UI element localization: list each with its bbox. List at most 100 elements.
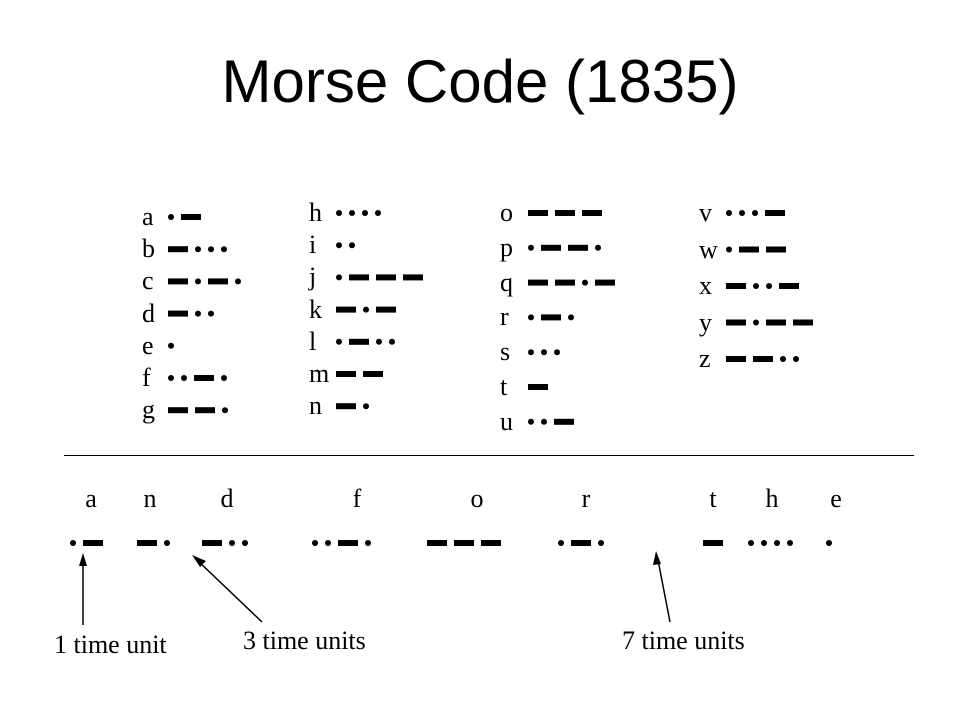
letter-label-x: x (699, 271, 712, 300)
arrowhead-one-unit (79, 553, 87, 566)
morse-h-dot (349, 210, 355, 216)
example-code-n-dot (164, 540, 170, 546)
example-letter-f: f (352, 484, 362, 513)
morse-d-dash (168, 310, 188, 317)
morse-b-dot (195, 246, 201, 253)
letter-label-e: e (142, 330, 154, 360)
example-code-a-dot (70, 540, 76, 546)
morse-z-dot (793, 356, 799, 362)
letter-label-w: w (699, 234, 718, 264)
morse-u-dot (541, 418, 547, 425)
morse-r-dot (528, 314, 534, 321)
example-code-f-dot (312, 540, 318, 546)
morse-x-dot (766, 283, 772, 289)
letter-label-p: p (500, 232, 513, 262)
morse-f-dot (221, 375, 227, 381)
morse-v-dot (739, 210, 745, 216)
letter-label-q: q (500, 267, 513, 297)
morse-l-dot (376, 338, 382, 345)
morse-t-dash (528, 384, 548, 390)
morse-x-dash (726, 283, 746, 289)
letter-label-h: h (309, 198, 322, 227)
morse-n-dash (336, 403, 356, 410)
caption-three-time-units: 3 time units (243, 626, 366, 655)
morse-m-dash (336, 371, 356, 377)
example-code-d-dot (242, 540, 248, 546)
morse-q-dot (582, 279, 588, 286)
morse-s-dot (541, 349, 547, 356)
morse-z-dash (753, 356, 773, 362)
example-code-e-dot (826, 540, 832, 546)
caption-seven-time-units: 7 time units (622, 626, 745, 655)
morse-z-dot (780, 356, 786, 362)
example-letter-t: t (709, 484, 717, 513)
morse-g-dash (168, 407, 188, 414)
letter-label-b: b (142, 234, 155, 264)
morse-x-dot (753, 283, 759, 289)
example-code-o-dash (454, 540, 474, 546)
example-code-o-dash (427, 540, 447, 546)
morse-f-dot (168, 375, 174, 381)
morse-r-dot (568, 314, 574, 321)
example-letter-h: h (765, 484, 779, 513)
morse-marks (70, 210, 832, 546)
morse-l-dot (389, 338, 395, 345)
divider-line (64, 455, 914, 456)
morse-o-dash (528, 210, 548, 216)
morse-n-dot (363, 403, 369, 410)
morse-i-dot (336, 242, 342, 249)
arrow-seven-units (657, 559, 671, 623)
morse-p-dot (595, 244, 601, 251)
morse-c-dot (195, 278, 201, 285)
morse-y-dot (753, 319, 759, 326)
morse-k-dash (336, 306, 356, 313)
morse-p-dash (541, 244, 561, 251)
example-code-h-dot (761, 540, 767, 546)
example-code-o-dash (481, 540, 501, 546)
morse-r-dash (541, 314, 561, 321)
example-letter-n: n (143, 484, 157, 513)
morse-w-dash (739, 246, 759, 253)
morse-v-dot (752, 210, 758, 216)
morse-i-dot (349, 242, 355, 249)
morse-v-dot (726, 210, 732, 216)
morse-d-dot (195, 310, 201, 317)
morse-f-dot (181, 375, 187, 381)
morse-p-dash (568, 244, 588, 251)
arrow-three-units (196, 559, 263, 623)
letter-label-m: m (309, 359, 330, 388)
letter-label-n: n (309, 391, 322, 421)
letter-label-j: j (309, 262, 317, 292)
morse-g-dash (195, 407, 215, 414)
morse-z-dash (726, 356, 746, 362)
example-letter-a: a (85, 484, 97, 513)
morse-s-dot (528, 349, 534, 356)
morse-q-dash (595, 279, 615, 286)
morse-a-dash (181, 214, 201, 220)
morse-e-dot (168, 342, 174, 349)
morse-l-dash (349, 338, 369, 345)
example-code-r-dash (571, 540, 591, 546)
morse-u-dot (528, 418, 534, 425)
morse-j-dash (349, 274, 369, 281)
morse-d-dot (208, 310, 214, 317)
morse-j-dash (376, 274, 396, 281)
letter-label-s: s (500, 337, 511, 367)
example-code-h-dot (774, 540, 780, 546)
example-code-f-dash (338, 540, 358, 546)
morse-c-dash (168, 278, 188, 285)
morse-o-dash (555, 210, 575, 216)
example-code-a-dash (83, 540, 103, 546)
morse-x-dash (779, 283, 799, 289)
morse-b-dash (168, 246, 188, 253)
letter-label-o: o (500, 198, 513, 227)
morse-k-dot (363, 306, 369, 313)
example-code-h-dot (787, 540, 793, 546)
annotation-arrows (79, 551, 671, 625)
letter-label-i: i (309, 230, 317, 260)
example-letter-r: r (581, 484, 591, 513)
morse-j-dot (336, 274, 342, 281)
arrowhead-three-units (192, 555, 206, 567)
morse-h-dot (362, 210, 368, 216)
